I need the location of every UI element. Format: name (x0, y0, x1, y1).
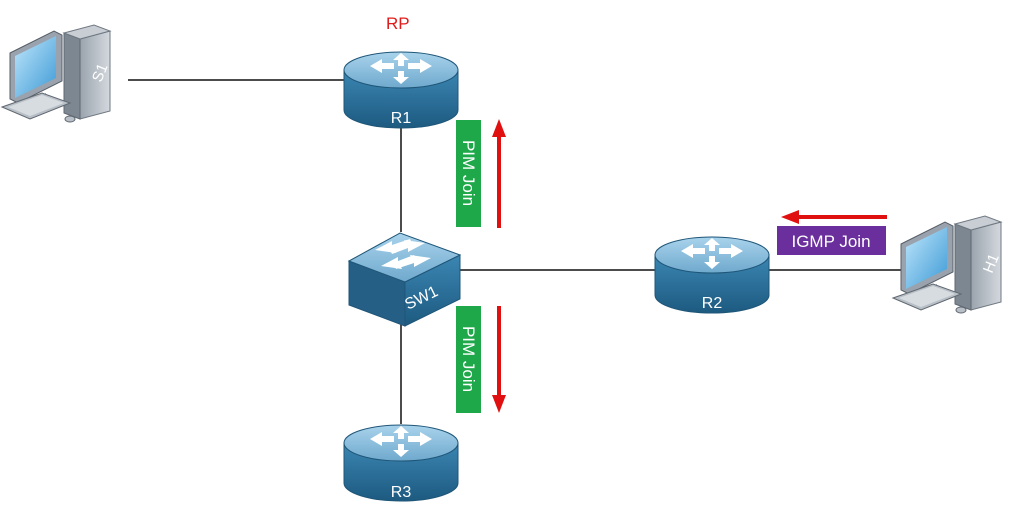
pim-join-up-label: PIM Join (459, 140, 478, 206)
arrow-up-head (492, 119, 506, 137)
device-label-r2: R2 (702, 295, 723, 312)
computer-s1[interactable]: S1 (1, 24, 112, 123)
arrow-left-head (781, 210, 799, 224)
igmp-join-annotation: IGMP Join (777, 210, 887, 255)
pim-join-up-badge (456, 120, 481, 227)
arrow-down-head (492, 395, 506, 413)
rp-label: RP (386, 14, 410, 33)
router-r1[interactable]: R1 (343, 51, 459, 129)
pim-join-down-label: PIM Join (459, 326, 478, 392)
pim-join-down-annotation: PIM Join (456, 306, 506, 413)
igmp-join-badge (777, 226, 886, 255)
device-label-r1: R1 (391, 110, 412, 127)
computer-h1[interactable]: H1 (892, 215, 1003, 314)
pim-join-up-annotation: PIM Join (456, 119, 506, 228)
router-r2[interactable]: R2 (654, 236, 770, 314)
device-label-s1: S1 (89, 61, 112, 84)
pim-join-down-badge (456, 306, 481, 413)
router-r3[interactable]: R3 (343, 424, 459, 502)
switch-sw1[interactable]: SW1 (347, 232, 462, 327)
device-label-h1: H1 (980, 251, 1003, 275)
igmp-join-label: IGMP Join (791, 232, 870, 251)
device-label-r3: R3 (391, 484, 412, 501)
switch-icon (347, 232, 462, 327)
